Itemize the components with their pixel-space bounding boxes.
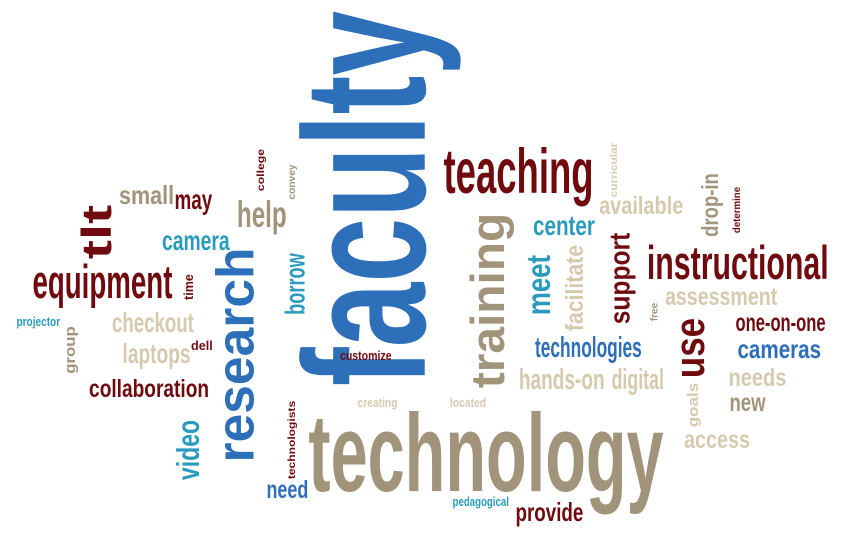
word-pedagogical: pedagogical	[452, 495, 509, 509]
word-goals: goals	[686, 382, 703, 428]
word-new: new	[728, 389, 766, 417]
word-meet: meet	[521, 254, 559, 316]
word-faculty: faculty	[267, 10, 462, 386]
word-assessment: assessment	[665, 283, 778, 311]
word-provide: provide	[514, 496, 583, 527]
word-free: free	[648, 302, 661, 322]
word-customize: customize	[339, 349, 392, 363]
word-facilitate: facilitate	[561, 244, 590, 332]
word-video: video	[170, 419, 207, 481]
word-access: access	[683, 426, 751, 454]
word-need: need	[265, 476, 308, 504]
word-one-on-one: one-on-one	[735, 309, 826, 337]
word-training: training	[461, 212, 515, 388]
word-time: time	[181, 274, 196, 300]
word-projector: projector	[15, 315, 60, 329]
word-technologists: technologists	[286, 400, 299, 480]
word-may: may	[173, 184, 212, 215]
word-group: group	[62, 326, 79, 374]
word-convey: convey	[286, 164, 299, 200]
word-cameras: cameras	[736, 333, 821, 364]
word-located: located	[450, 396, 487, 410]
word-hands-on: hands-on	[518, 363, 605, 396]
word-tlt: tlt	[72, 204, 120, 260]
word-small: small	[118, 179, 174, 210]
word-teaching: teaching	[443, 137, 594, 207]
word-collaboration: collaboration	[89, 375, 210, 403]
word-use: use	[666, 317, 714, 379]
word-available: available	[599, 192, 684, 220]
word-center: center	[532, 210, 595, 241]
word-technology: technology	[308, 391, 664, 515]
word-equipment: equipment	[31, 255, 172, 309]
word-help: help	[236, 193, 287, 235]
word-needs: needs	[727, 364, 786, 392]
word-dell: dell	[191, 339, 213, 353]
word-curricular: curricular	[608, 142, 621, 198]
word-college: college	[255, 148, 268, 192]
word-borrow: borrow	[278, 253, 310, 315]
word-determine: determine	[731, 186, 744, 234]
word-drop-in: drop-in	[696, 173, 723, 237]
word-support: support	[604, 232, 637, 324]
word-digital: digital	[611, 363, 664, 396]
word-instructional: instructional	[646, 236, 829, 290]
word-research: research	[205, 247, 265, 463]
word-technologies: technologies	[534, 331, 642, 364]
word-creating: creating	[357, 396, 397, 410]
word-laptops: laptops	[122, 338, 191, 369]
word-camera: camera	[161, 225, 230, 256]
word-checkout: checkout	[111, 307, 194, 338]
